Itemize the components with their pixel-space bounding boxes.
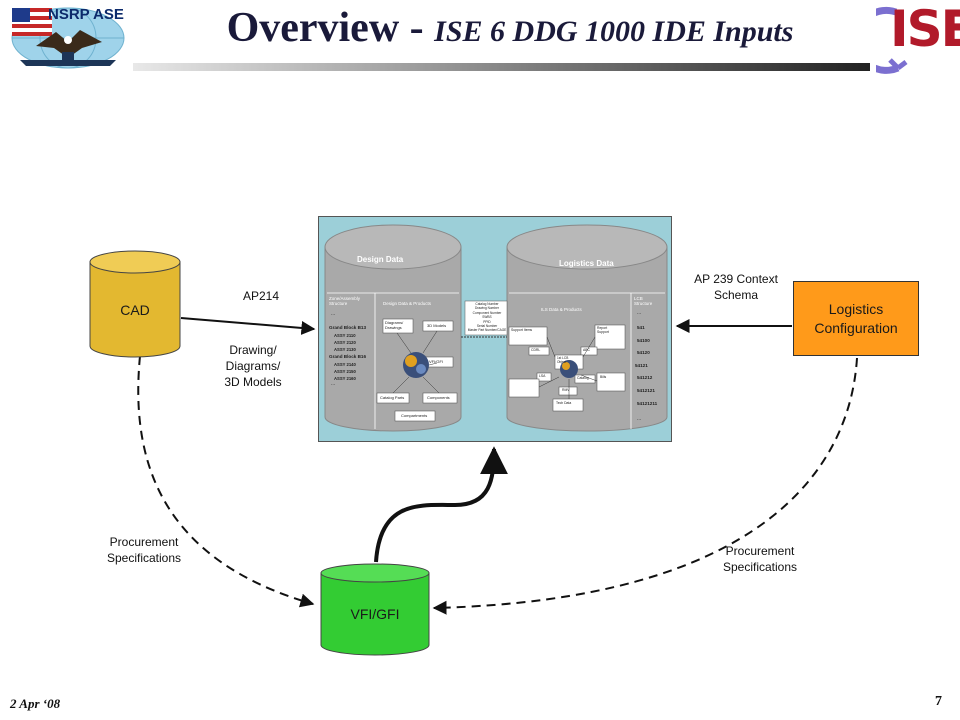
- logo-left-text: NSRP ASE: [48, 6, 124, 23]
- lsa-box: LSA: [539, 374, 546, 378]
- cad-label: CAD: [120, 302, 150, 318]
- lcb-54121: 54121: [635, 363, 648, 368]
- footer-date: 2 Apr ‘08: [10, 696, 61, 711]
- ils-products-label: ILS Data & Products: [541, 307, 582, 312]
- assy-2150: ASSY 2150: [334, 369, 356, 374]
- ide-panel: Design Data Logistics Data Zone/Assembly…: [318, 216, 672, 442]
- design-data-title: Design Data: [357, 255, 404, 264]
- vfi-gfi-small-box: VFI/GFI: [429, 359, 443, 364]
- vfi-gfi-label: VFI/GFI: [350, 606, 400, 622]
- page-title: Overview - ISE 6 DDG 1000 IDE Inputs: [150, 4, 870, 62]
- edge-cad-to-vfi: [137, 355, 315, 608]
- title-rule: [133, 63, 870, 71]
- logistics-data-title: Logistics Data: [559, 259, 614, 268]
- ap214-label: AP214: [242, 289, 280, 303]
- catalog-box: Catalog: [577, 376, 589, 380]
- abc-box: ABC: [583, 348, 590, 352]
- ap239-label: AP 239 Context Schema: [694, 272, 778, 302]
- lcb-541212: 541212: [637, 375, 653, 380]
- diagrams-drawings-box: Diagrams/ Drawings: [385, 320, 404, 330]
- linked-fields-box: Catalog Number Drawing Number Component …: [467, 302, 507, 333]
- components-box: Components: [427, 395, 450, 400]
- catalog-parts-box: Catalog Parts: [380, 395, 405, 400]
- models-3d-box: 3D Models: [427, 323, 447, 328]
- grand-block-b16: Grand Block B16: [329, 354, 367, 359]
- drawing-diagrams-label: Drawing/ Diagrams/ 3D Models: [224, 343, 282, 389]
- assy-2120: ASSY 2120: [334, 340, 356, 345]
- compartments-box: Compartments: [401, 413, 428, 418]
- zone-structure-label: Zone/Assembly Structure: [329, 296, 361, 306]
- bills-box: Bills: [600, 375, 607, 379]
- assy-2110: ASSY 2110: [334, 333, 356, 338]
- assy-2140: ASSY 2140: [334, 362, 356, 367]
- zone-ellipsis-bottom: ...: [331, 381, 336, 387]
- logistics-configuration-box: Logistics Configuration: [793, 281, 919, 356]
- edge-vfi-to-panel: [374, 446, 508, 563]
- zone-ellipsis-top: ...: [331, 311, 336, 317]
- procurement-left-label: Procurement Specifications: [106, 535, 182, 565]
- lcb-ellipsis-bottom: ...: [637, 416, 642, 422]
- vfi-gfi-database: VFI/GFI: [320, 563, 430, 657]
- lcb-5412121: 5412121: [637, 388, 655, 393]
- lcb-541: 541: [637, 325, 645, 330]
- edge-logistics-to-vfi: [432, 357, 858, 615]
- title-main: Overview -: [226, 5, 435, 51]
- lcb-54121211: 54121211: [637, 401, 658, 406]
- page-number: 7: [935, 694, 942, 709]
- cad-database: CAD: [89, 250, 181, 358]
- tech-data-box: Tech Data: [556, 401, 572, 405]
- nsrp-ase-logo: [6, 2, 130, 70]
- edge-cad-to-panel: [180, 317, 316, 335]
- lcb-object-box: 1st LCB Object: [557, 356, 569, 364]
- assy-2160: ASSY 2160: [334, 376, 356, 381]
- lcb-54120: 54120: [637, 350, 650, 355]
- support-items-box: Support Items: [511, 328, 533, 332]
- procurement-right-label: Procurement Specifications: [722, 544, 798, 574]
- design-products-label: Design Data & Products: [383, 301, 432, 306]
- lcb-ellipsis-top: ...: [637, 310, 642, 316]
- lcb-54100: 54100: [637, 338, 650, 343]
- report-support-box: Report Support: [597, 326, 609, 334]
- lcb-structure-label: LCB Structure: [634, 296, 653, 306]
- rmv-box: RMV: [562, 388, 570, 392]
- cdrl-box: CDRL: [531, 348, 541, 352]
- title-sub: ISE 6 DDG 1000 IDE Inputs: [434, 15, 794, 48]
- assy-2130: ASSY 2130: [334, 347, 356, 352]
- ise-logo-text: ISE: [890, 0, 960, 58]
- grand-block-b13: Grand Block B13: [329, 325, 367, 330]
